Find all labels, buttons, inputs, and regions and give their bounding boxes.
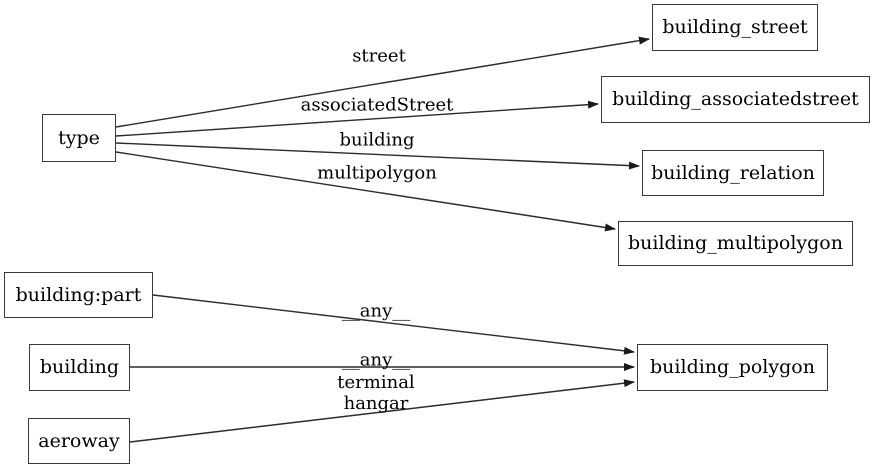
node-building_associatedstreet[interactable]: building_associatedstreet xyxy=(601,76,870,123)
edge-type-to-building_relation xyxy=(115,142,640,170)
node-type[interactable]: type xyxy=(42,114,116,162)
node-building_relation[interactable]: building_relation xyxy=(642,150,824,196)
edge-label-type-to-building_multipolygon: multipolygon xyxy=(317,162,437,184)
edge-building_part-to-building_polygon xyxy=(152,294,635,355)
node-building_multipolygon[interactable]: building_multipolygon xyxy=(618,221,853,266)
edge-lines xyxy=(115,36,650,443)
edge-label-building-to-building_polygon: __any__ xyxy=(341,349,411,371)
edge-label-aeroway-to-building_polygon: terminal hangar xyxy=(337,371,415,414)
edge-label-type-to-building_relation: building xyxy=(339,129,415,151)
node-building_street[interactable]: building_street xyxy=(652,4,818,51)
node-building[interactable]: building xyxy=(29,344,130,391)
edge-label-building_part-to-building_polygon: __any__ xyxy=(341,300,411,322)
node-building_polygon[interactable]: building_polygon xyxy=(637,344,828,391)
node-building_part[interactable]: building:part xyxy=(4,272,153,318)
edge-type-to-building_multipolygon xyxy=(115,151,616,232)
edge-aeroway-to-building_polygon xyxy=(129,379,635,443)
edge-label-type-to-building_street: street xyxy=(352,45,406,67)
edge-type-to-building_associatedstreet xyxy=(115,100,599,137)
edge-label-type-to-building_associatedstreet: associatedStreet xyxy=(300,94,454,116)
node-aeroway[interactable]: aeroway xyxy=(28,418,130,464)
edge-type-to-building_street xyxy=(115,36,650,128)
